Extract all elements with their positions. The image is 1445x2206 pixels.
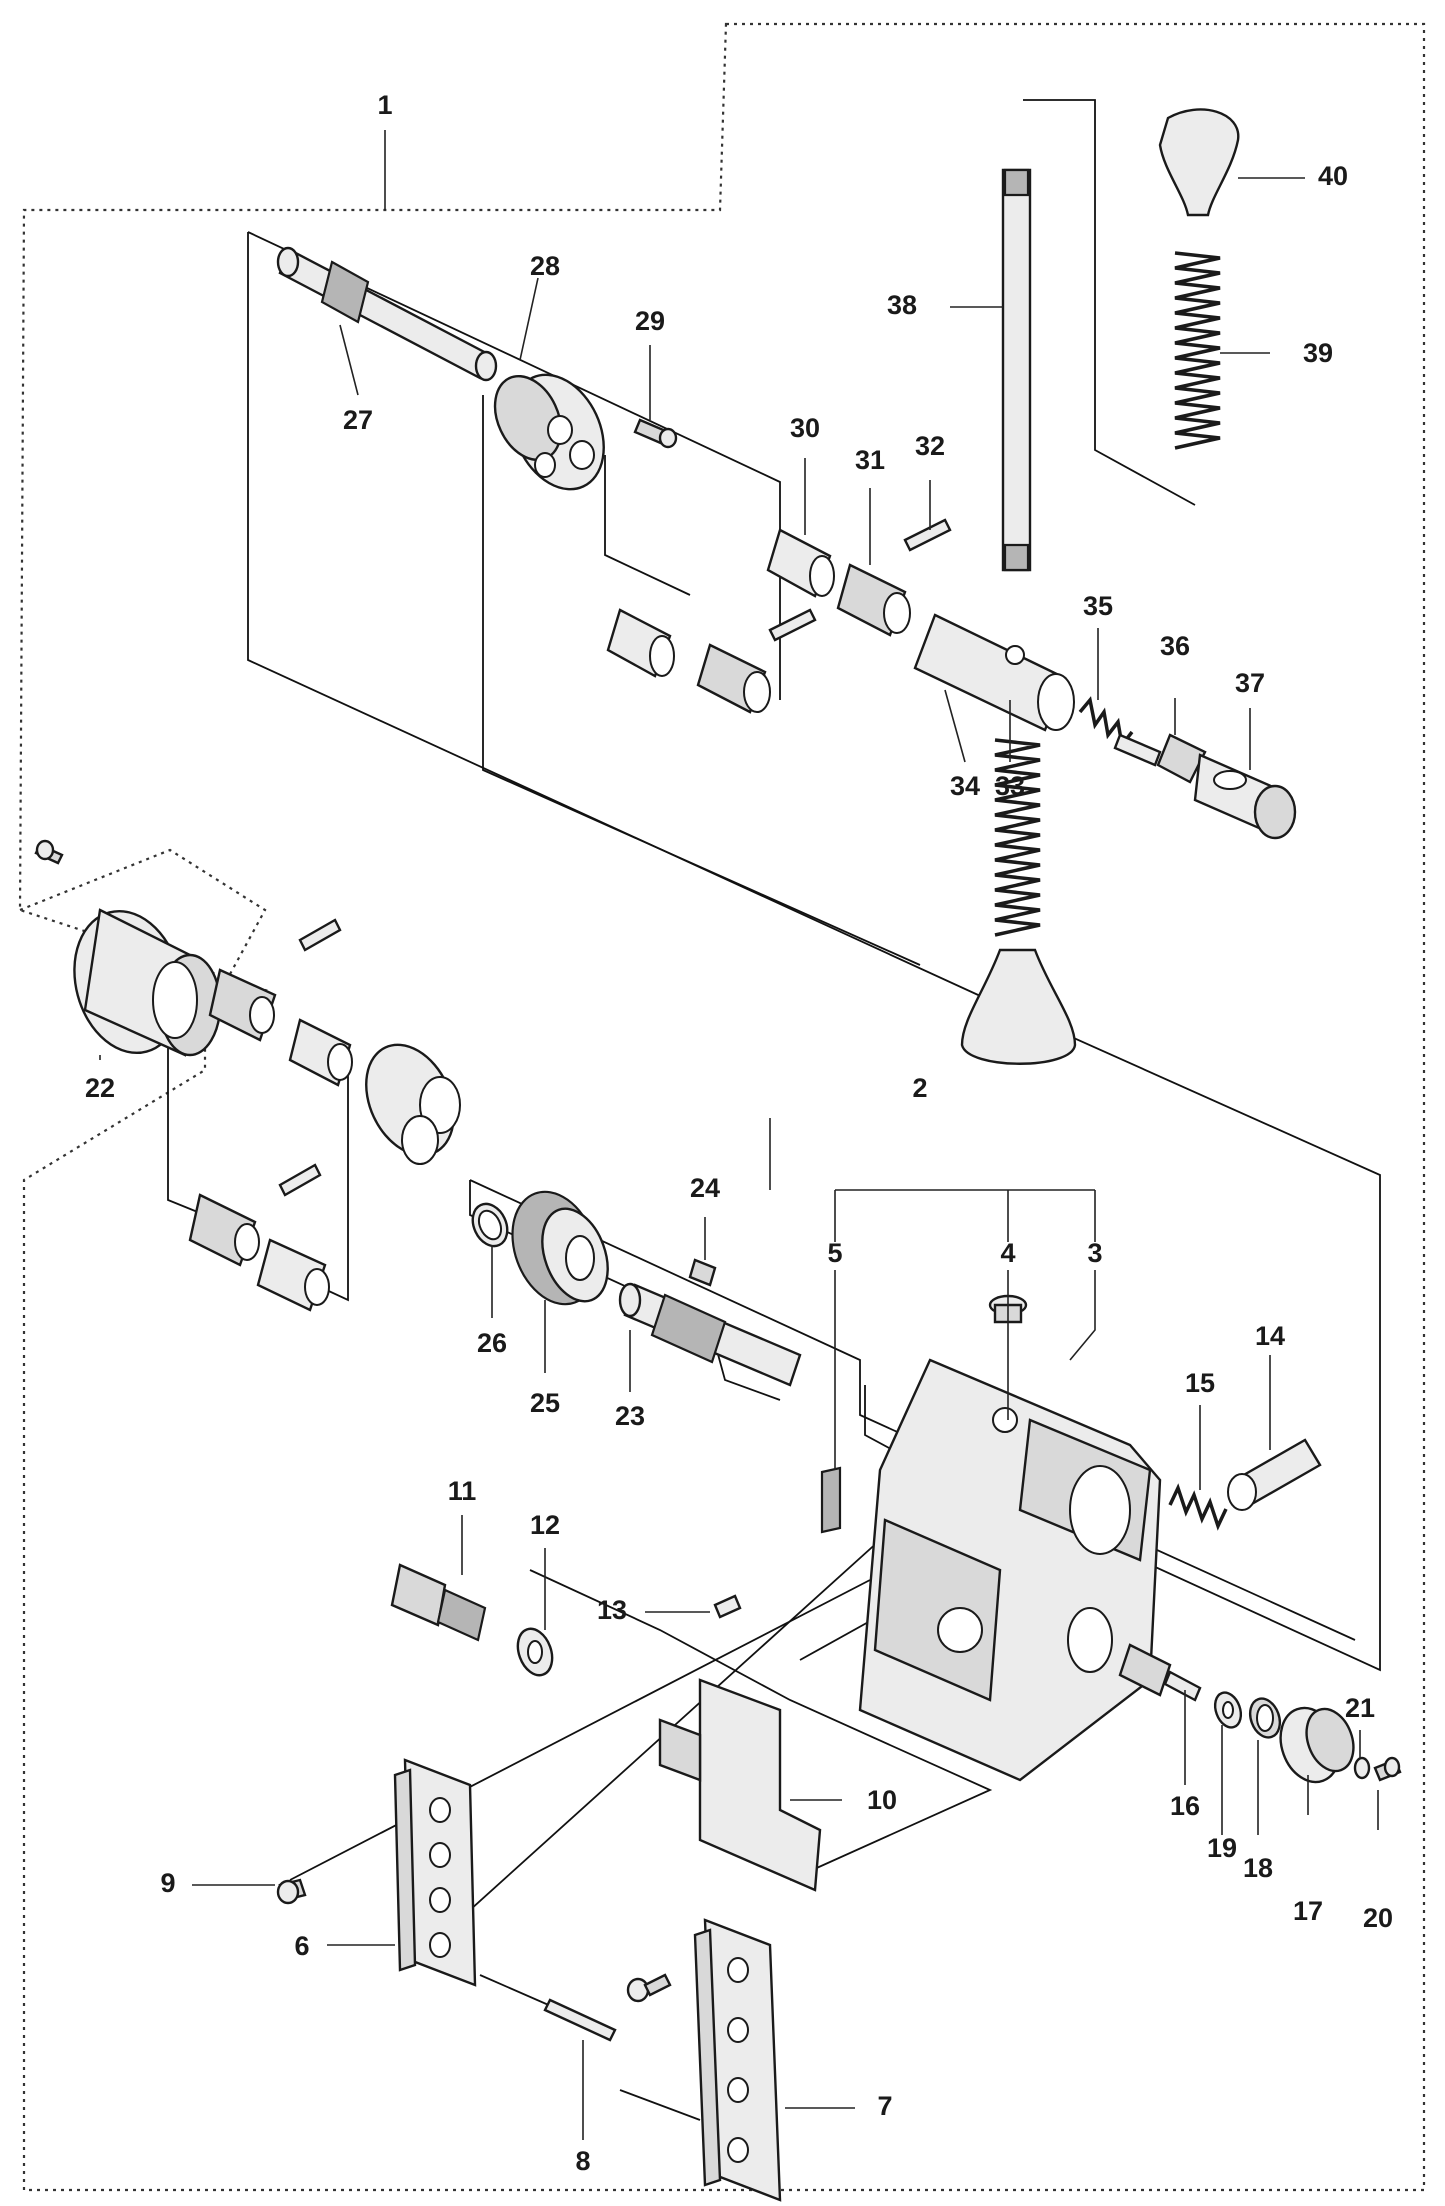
o-ring-18 bbox=[1248, 1697, 1282, 1739]
callout-34: 34 bbox=[950, 771, 980, 801]
spring-lower bbox=[994, 738, 1041, 937]
callout-30: 30 bbox=[790, 413, 820, 443]
callout-32: 32 bbox=[915, 431, 945, 461]
plate-6 bbox=[393, 1758, 477, 1987]
screw-20 bbox=[1373, 1756, 1402, 1782]
circlip-26 bbox=[471, 1202, 509, 1248]
callout-17: 17 bbox=[1293, 1896, 1323, 1926]
spring-39 bbox=[1174, 251, 1221, 450]
washer-12 bbox=[516, 1627, 554, 1677]
callout-25: 25 bbox=[530, 1388, 560, 1418]
callout-20: 20 bbox=[1363, 1903, 1393, 1933]
housing-3 bbox=[858, 1358, 1162, 1782]
callout-3: 3 bbox=[1087, 1238, 1102, 1268]
flange-lower bbox=[365, 1043, 461, 1165]
sleeve-14 bbox=[1227, 1438, 1322, 1511]
callout-8: 8 bbox=[575, 2146, 590, 2176]
callout-15: 15 bbox=[1185, 1368, 1215, 1398]
callout-36: 36 bbox=[1160, 631, 1190, 661]
callout-2: 2 bbox=[912, 1073, 927, 1103]
callout-16: 16 bbox=[1170, 1791, 1200, 1821]
gear-25 bbox=[511, 1190, 609, 1306]
callout-labels: 1 2 3 4 5 6 7 8 9 10 11 12 13 14 15 16 1… bbox=[85, 90, 1393, 2176]
knob-40 bbox=[1158, 108, 1240, 217]
callout-21: 21 bbox=[1345, 1693, 1375, 1723]
ring-22 bbox=[34, 839, 222, 1057]
callout-7: 7 bbox=[877, 2091, 892, 2121]
callout-24: 24 bbox=[690, 1173, 720, 1203]
cam-bushing-left bbox=[208, 918, 353, 1087]
callout-13: 13 bbox=[597, 1595, 627, 1625]
callout-5: 5 bbox=[827, 1238, 842, 1268]
sub-assembly-boundary bbox=[19, 848, 267, 1021]
handle-body-33 bbox=[913, 613, 1075, 732]
flange-top bbox=[493, 373, 605, 491]
bracket-10 bbox=[658, 1678, 822, 1892]
callout-39: 39 bbox=[1303, 338, 1333, 368]
callout-19: 19 bbox=[1207, 1833, 1237, 1863]
callout-33: 33 bbox=[995, 771, 1025, 801]
callout-14: 14 bbox=[1255, 1321, 1285, 1351]
block-5 bbox=[820, 1466, 842, 1534]
callout-12: 12 bbox=[530, 1510, 560, 1540]
valve-16 bbox=[1118, 1643, 1202, 1702]
callout-23: 23 bbox=[615, 1401, 645, 1431]
callout-18: 18 bbox=[1243, 1853, 1273, 1883]
leader-lines bbox=[99, 130, 1379, 2140]
callout-4: 4 bbox=[1000, 1238, 1015, 1268]
washer-19 bbox=[1213, 1691, 1243, 1729]
plunger-36 bbox=[1113, 733, 1207, 784]
bushing-cam-duplicate bbox=[606, 608, 817, 714]
callout-9: 9 bbox=[160, 1868, 175, 1898]
cam-bushing-lower-left bbox=[188, 1163, 330, 1312]
callout-10: 10 bbox=[867, 1785, 897, 1815]
pinion-shaft-lower bbox=[618, 1258, 802, 1387]
callout-28: 28 bbox=[530, 251, 560, 281]
cap-17 bbox=[1279, 1706, 1355, 1784]
pinion-shaft-top bbox=[276, 246, 498, 382]
callout-40: 40 bbox=[1318, 161, 1348, 191]
callout-1: 1 bbox=[377, 90, 392, 120]
rod-38 bbox=[1001, 168, 1032, 572]
pin-8 bbox=[543, 1998, 617, 2042]
spring-15 bbox=[1168, 1483, 1228, 1531]
washer-21 bbox=[1353, 1756, 1371, 1780]
callout-11: 11 bbox=[448, 1476, 477, 1506]
fitting-11 bbox=[390, 1563, 487, 1642]
screw-plate-7 bbox=[626, 1973, 672, 2003]
plate-7 bbox=[693, 1918, 782, 2202]
callout-35: 35 bbox=[1083, 591, 1113, 621]
screw-9 bbox=[276, 1878, 307, 1905]
lever-37 bbox=[1193, 753, 1297, 840]
callout-31: 31 bbox=[855, 445, 885, 475]
cam-31 bbox=[836, 563, 911, 637]
pin-13 bbox=[713, 1594, 742, 1619]
callout-37: 37 bbox=[1235, 668, 1265, 698]
callout-29: 29 bbox=[635, 306, 665, 336]
knob-lower bbox=[960, 948, 1077, 1065]
pin-32 bbox=[903, 518, 952, 552]
callout-22: 22 bbox=[85, 1073, 115, 1103]
callout-27: 27 bbox=[343, 405, 373, 435]
callout-6: 6 bbox=[294, 1931, 309, 1961]
bushing-30 bbox=[766, 528, 835, 598]
callout-38: 38 bbox=[887, 290, 917, 320]
screw-29 bbox=[633, 418, 678, 449]
callout-26: 26 bbox=[477, 1328, 507, 1358]
